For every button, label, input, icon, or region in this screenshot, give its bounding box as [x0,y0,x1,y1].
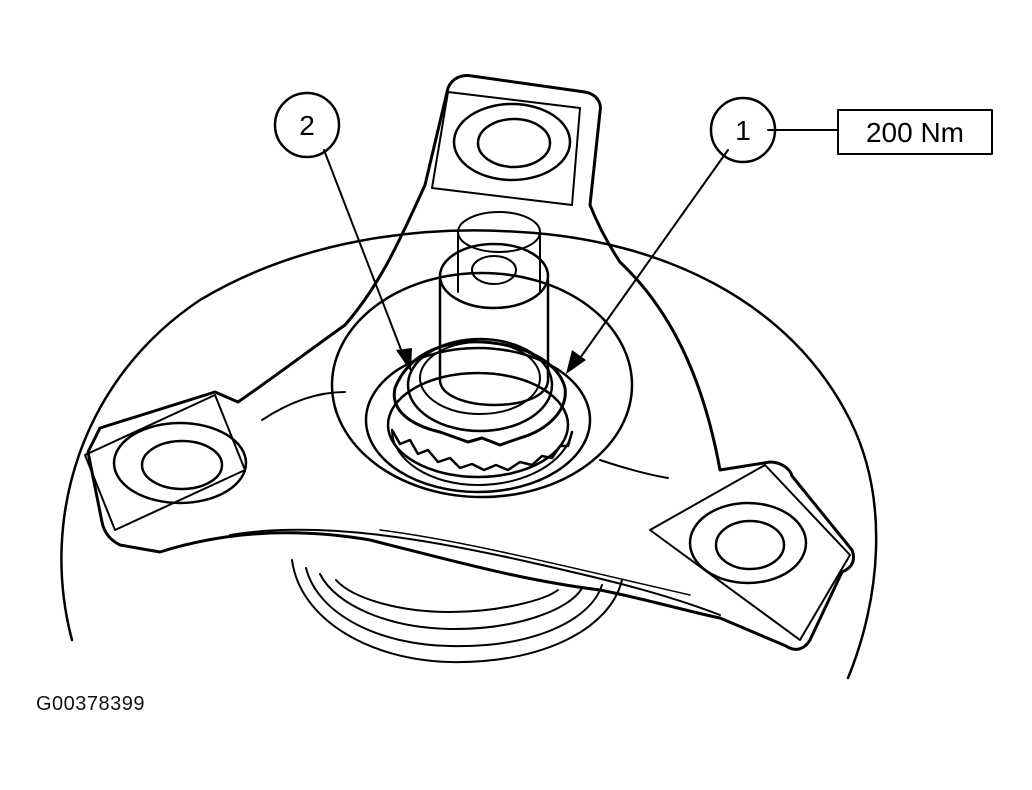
flange-plate-edge [229,528,721,616]
flange-plate [86,74,856,651]
callout-circle-2 [273,91,341,159]
stub-shaft [438,211,550,407]
callout-label-2: 2 [299,110,315,141]
left-lug [84,394,248,531]
retaining-ring [392,340,567,447]
lower-hub-rings [291,559,623,664]
torque-spec-box [837,109,993,155]
washer [406,337,554,433]
bearing-outer-ring [364,346,592,494]
callout-circle-1 [709,96,777,164]
top-lug [431,91,581,206]
background-disc [60,229,878,680]
hub-recess [330,271,634,499]
torque-spec-label: 200 Nm [866,117,964,148]
leader-lines [323,129,839,369]
callout-label-1: 1 [735,115,751,146]
arrow-head-1 [566,350,586,374]
tone-ring [386,371,574,486]
arrow-head-2 [396,348,412,372]
right-lug [649,464,851,641]
figure-id: G00378399 [36,693,146,715]
